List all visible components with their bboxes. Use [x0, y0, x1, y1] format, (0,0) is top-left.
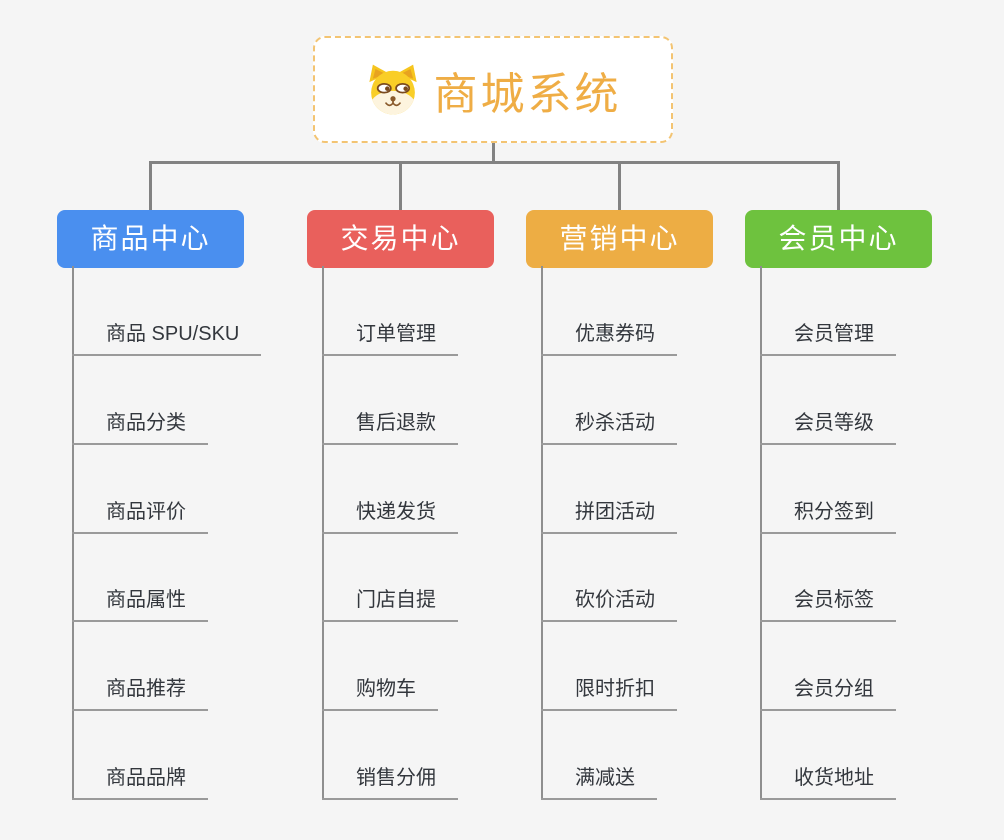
tree-item[interactable]: 会员管理: [760, 321, 896, 356]
tree-item[interactable]: 售后退款: [322, 410, 458, 445]
branch-header-product-center[interactable]: 商品中心: [57, 210, 244, 268]
tree-item[interactable]: 限时折扣: [541, 676, 677, 711]
tree-item[interactable]: 砍价活动: [541, 587, 677, 622]
connector-drop-product: [149, 163, 152, 210]
connector-drop-trade: [399, 163, 402, 210]
tree-item[interactable]: 商品推荐: [72, 676, 208, 711]
tree-item[interactable]: 订单管理: [322, 321, 458, 356]
tree-item[interactable]: 商品属性: [72, 587, 208, 622]
tree-item[interactable]: 会员分组: [760, 676, 896, 711]
connector-drop-marketing: [618, 163, 621, 210]
branch-header-trade-center[interactable]: 交易中心: [307, 210, 494, 268]
tree-item[interactable]: 秒杀活动: [541, 410, 677, 445]
root-node[interactable]: 商城系统: [313, 36, 673, 143]
tree-item[interactable]: 满减送: [541, 765, 657, 800]
tree-item[interactable]: 优惠券码: [541, 321, 677, 356]
tree-item[interactable]: 会员标签: [760, 587, 896, 622]
dog-face-icon: [368, 64, 417, 114]
tree-item[interactable]: 销售分佣: [322, 765, 458, 800]
tree-item[interactable]: 会员等级: [760, 410, 896, 445]
tree-item[interactable]: 商品 SPU/SKU: [72, 321, 262, 356]
root-title: 商城系统: [433, 69, 622, 119]
tree-item[interactable]: 门店自提: [322, 587, 458, 622]
branch-header-member-center[interactable]: 会员中心: [745, 210, 932, 268]
branch-header-marketing-center[interactable]: 营销中心: [526, 210, 713, 268]
connector-horizontal-bar: [149, 161, 840, 164]
tree-item[interactable]: 收货地址: [760, 765, 896, 800]
tree-item[interactable]: 商品评价: [72, 499, 208, 534]
connector-root-stem: [492, 143, 495, 162]
connector-drop-member: [837, 163, 840, 210]
tree-item[interactable]: 积分签到: [760, 499, 896, 534]
tree-item[interactable]: 购物车: [322, 676, 438, 711]
tree-item[interactable]: 商品分类: [72, 410, 208, 445]
tree-item[interactable]: 快递发货: [322, 499, 458, 534]
tree-item[interactable]: 商品品牌: [72, 765, 208, 800]
tree-item[interactable]: 拼团活动: [541, 499, 677, 534]
